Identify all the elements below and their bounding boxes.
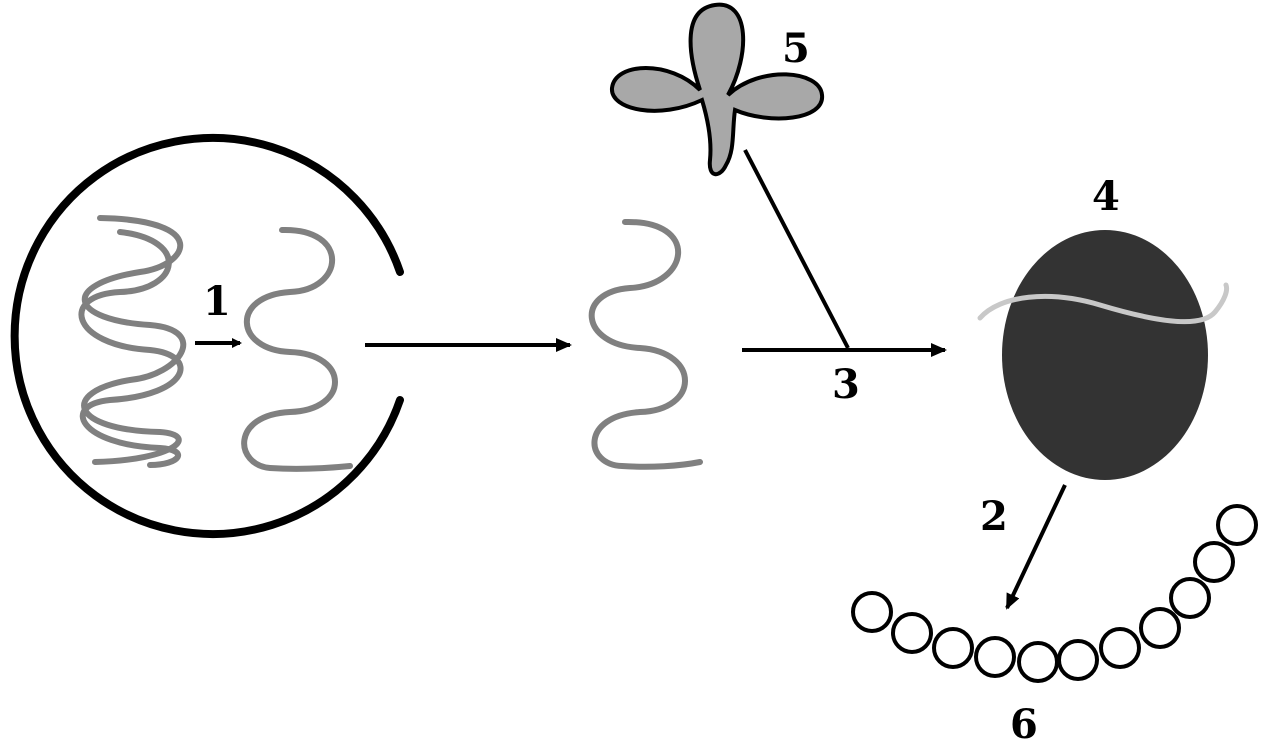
polypeptide-arrow: [1005, 484, 1067, 610]
trna-cloverleaf: [610, 2, 825, 177]
polypeptide-chain: [851, 504, 1258, 683]
ribosome: [1002, 230, 1208, 480]
mrna-in-nucleus: [241, 226, 353, 472]
amino-acid: [1099, 627, 1141, 669]
amino-acid: [1017, 641, 1059, 683]
label-5: 5: [782, 25, 810, 72]
amino-acid: [1216, 504, 1258, 546]
label-6: 6: [1010, 701, 1038, 744]
label-4: 4: [1092, 173, 1120, 220]
amino-acid: [891, 612, 933, 654]
amino-acid: [932, 627, 974, 669]
nucleus-membrane: [10, 134, 404, 538]
trna-connector-line: [743, 149, 850, 349]
amino-acid: [1057, 639, 1099, 681]
amino-acid: [1139, 607, 1181, 649]
amino-acid: [851, 591, 893, 633]
ribosome-mrna-strand: [977, 282, 1230, 325]
amino-acid: [1169, 577, 1211, 619]
amino-acid: [974, 636, 1016, 678]
amino-acid: [1193, 541, 1235, 583]
dna-double-helix: [78, 215, 187, 468]
label-3: 3: [832, 361, 860, 408]
label-1: 1: [203, 278, 231, 325]
mrna-cytoplasm: [588, 218, 703, 470]
label-2: 2: [980, 493, 1008, 540]
